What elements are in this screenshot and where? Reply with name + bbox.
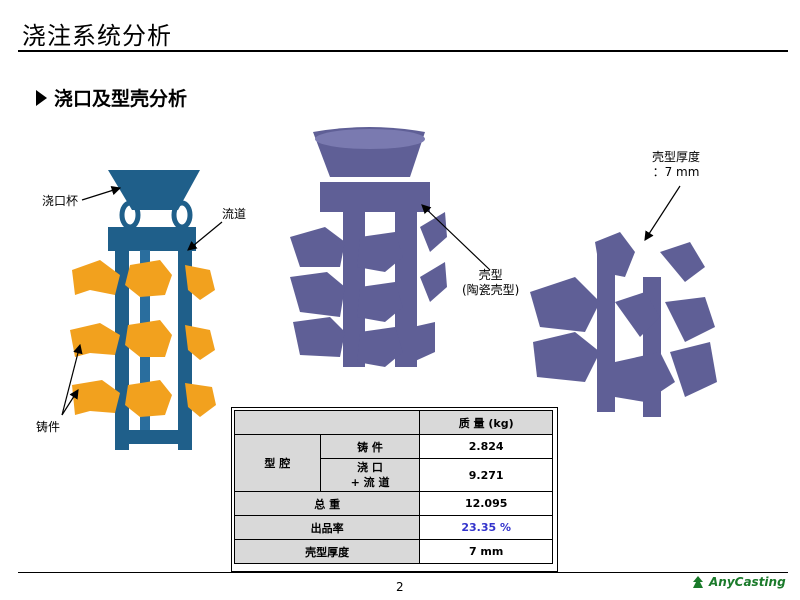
yield-value: 23.35 % [419,515,553,540]
shell-thickness-value: 7 mm [419,539,553,564]
section-title: 浇口及型壳分析 [54,88,188,110]
table-header-blank [233,410,421,435]
shell-thickness-line2: ：7 mm [652,165,700,179]
table-row: 质 量 (kg) [233,410,553,435]
castings-label: 铸件 [36,420,61,434]
shell-label-line1: 壳型 [478,268,503,282]
casting-value: 2.824 [419,434,553,459]
shell-thickness-label: 壳型厚度 ：7 mm [652,150,700,180]
shell-thickness-line1: 壳型厚度 [652,150,701,164]
shell-mold-figure [290,127,447,367]
sprue-cup-label: 浇口杯 [42,194,79,208]
gating-system-figure [70,170,216,450]
cavity-label: 型 腔 [234,434,321,492]
shell-label: 壳型 (陶瓷壳型) [462,268,519,298]
footer-divider [18,572,788,573]
total-label: 总 重 [233,491,421,516]
table-header-mass: 质 量 (kg) [419,410,553,435]
gate-label-line1: 浇 口 [357,461,383,474]
shell-label-line2: (陶瓷壳型) [462,283,520,297]
logo-mark-icon [693,576,703,588]
section-heading: 浇口及型壳分析 [36,84,187,111]
gate-label: 浇 口 + 流 道 [319,458,421,492]
slide-title: 浇注系统分析 [22,22,172,50]
table-row: 总 重 12.095 [233,491,553,516]
total-value: 12.095 [419,491,553,516]
title-divider [18,50,788,52]
table-row: 型 腔 铸 件 2.824 [234,434,553,492]
mass-table: 质 量 (kg) 型 腔 铸 件 2.824 浇 口 + 流 道 9.271 总… [233,410,553,564]
shell-section-figure [530,232,717,417]
gate-label-line2: + 流 道 [350,476,390,489]
logo-text: AnyCasting [709,575,786,589]
table-row: 壳型厚度 7 mm [233,539,553,564]
bullet-triangle-icon [36,89,47,106]
casting-label: 铸 件 [319,434,421,459]
page-number: 2 [396,580,404,594]
shell-thickness-row-label: 壳型厚度 [233,539,421,564]
yield-label: 出品率 [233,515,421,540]
table-frame [231,407,558,572]
anycasting-logo: AnyCasting [690,575,786,589]
runner-label: 流道 [222,207,247,221]
gate-value: 9.271 [419,458,553,492]
table-row: 出品率 23.35 % [233,515,553,540]
